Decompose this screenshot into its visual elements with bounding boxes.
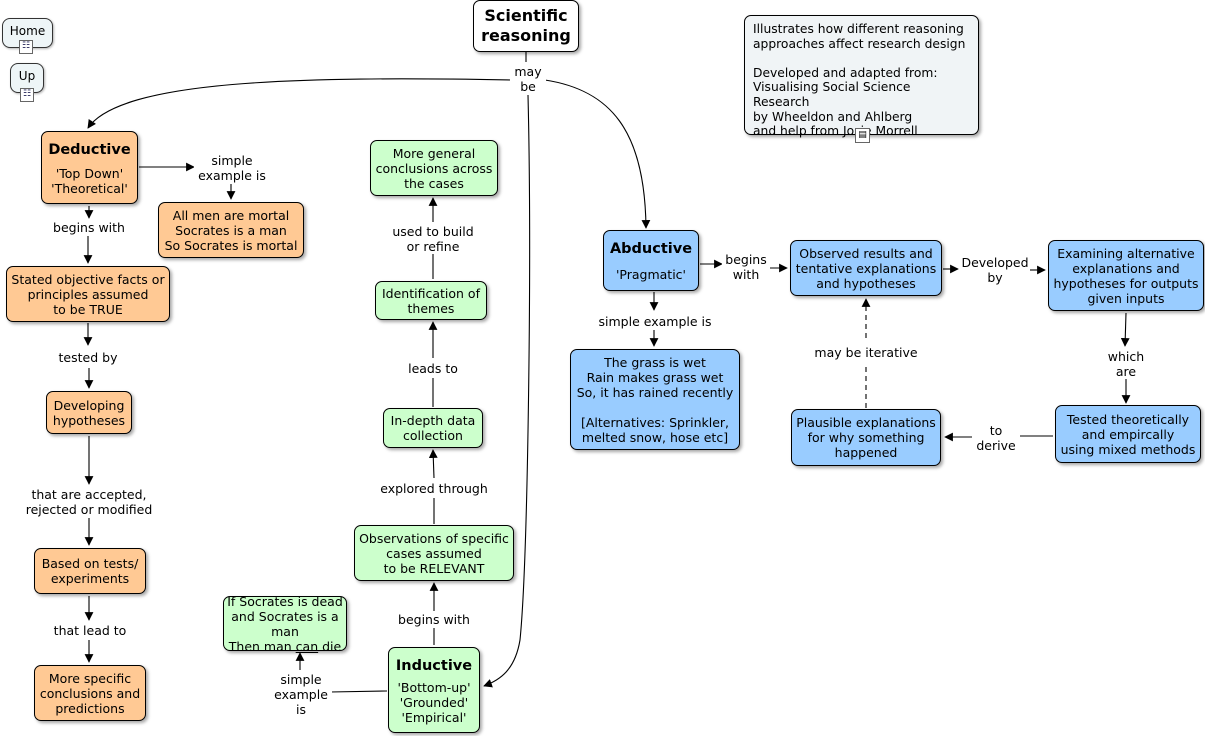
inductive-example-node[interactable]: If Socrates is dead and Socrates is a ma… — [223, 593, 347, 654]
deductive-node[interactable]: Deductive 'Top Down' 'Theoretical' — [41, 131, 138, 204]
abductive-observed-node[interactable]: Observed results and tentative explanati… — [790, 240, 942, 296]
abductive-example-text: The grass is wet Rain makes grass wet So… — [576, 354, 734, 445]
label-may-be: may be — [510, 64, 546, 94]
document-icon[interactable]: ▤ — [855, 128, 870, 143]
inductive-general-conclusions-text: More general conclusions across the case… — [375, 145, 493, 191]
label-simple-example-deductive: simple example is — [194, 153, 270, 183]
deductive-example-node[interactable]: All men are mortal Socrates is a man So … — [158, 202, 304, 258]
root-node[interactable]: Scientific reasoning — [473, 0, 579, 52]
label-simple-example-inductive: simple example is — [270, 672, 332, 717]
deductive-subtitle: 'Top Down' 'Theoretical' — [51, 165, 128, 196]
abductive-examining-text: Examining alternative explanations and h… — [1053, 245, 1199, 306]
abductive-plausible-node[interactable]: Plausible explanations for why something… — [791, 409, 941, 466]
deductive-tests-text: Based on tests/ experiments — [41, 556, 139, 586]
deductive-facts-text: Stated objective facts or principles ass… — [11, 271, 165, 317]
abductive-tested-node[interactable]: Tested theoretically and empircally usin… — [1055, 405, 1201, 463]
inductive-example-line3: Then man can die — [229, 639, 341, 654]
inductive-example-line1: If Socrates is dead — [227, 593, 343, 609]
inductive-themes-text: Identification of themes — [382, 285, 480, 316]
inductive-example-line3-end: die — [318, 638, 342, 654]
label-which-are: which are — [1102, 349, 1150, 379]
label-may-be-iterative: may be iterative — [810, 345, 922, 360]
info-note: Illustrates how different reasoning appr… — [744, 15, 979, 138]
inductive-subtitle: 'Bottom-up' 'Grounded' 'Empirical' — [397, 679, 471, 725]
deductive-conclusions-node[interactable]: More specific conclusions and prediction… — [34, 665, 146, 721]
deductive-example-text: All men are mortal Socrates is a man So … — [164, 207, 298, 253]
edge-maybe-inductive — [483, 94, 531, 688]
concept-map-icon[interactable]: ☷ — [20, 88, 34, 102]
abductive-node[interactable]: Abductive 'Pragmatic' — [603, 230, 699, 291]
deductive-title: Deductive — [48, 141, 131, 158]
up-label: Up — [18, 69, 36, 83]
abductive-examining-node[interactable]: Examining alternative explanations and h… — [1048, 240, 1204, 311]
abductive-title: Abductive — [609, 241, 693, 257]
home-label: Home — [9, 24, 46, 38]
deductive-conclusions-text: More specific conclusions and prediction… — [39, 670, 141, 716]
label-that-lead-to: that lead to — [48, 623, 132, 638]
label-simple-example-abductive: simple example is — [594, 314, 716, 329]
deductive-tests-node[interactable]: Based on tests/ experiments — [34, 548, 146, 594]
info-note-text: Illustrates how different reasoning appr… — [753, 22, 966, 139]
edge-maybe-abductive — [544, 79, 651, 229]
concept-map-icon[interactable]: ☷ — [19, 40, 33, 54]
label-developed-by: Developed by — [960, 255, 1030, 285]
label-begins-with-abductive: begins with — [722, 252, 770, 282]
deductive-hypotheses-text: Developing hypotheses — [52, 397, 126, 428]
abductive-plausible-text: Plausible explanations for why something… — [796, 415, 936, 460]
label-to-derive: to derive — [972, 423, 1020, 453]
inductive-data-collection-text: In-depth data collection — [390, 413, 476, 443]
label-leads-to: leads to — [403, 361, 463, 376]
abductive-tested-text: Tested theoretically and empircally usin… — [1060, 411, 1196, 457]
up-button[interactable]: Up — [10, 63, 44, 93]
label-begins-with-deductive: begins with — [48, 220, 130, 235]
root-title: Scientific reasoning — [481, 6, 571, 45]
inductive-example-line3-start: Then man — [228, 638, 296, 654]
inductive-observations-node[interactable]: Observations of specific cases assumed t… — [354, 525, 514, 581]
inductive-example-line2: and Socrates is a man — [231, 608, 339, 639]
abductive-observed-text: Observed results and tentative explanati… — [795, 245, 937, 291]
deductive-hypotheses-node[interactable]: Developing hypotheses — [46, 391, 132, 434]
label-explored-through: explored through — [375, 481, 493, 496]
abductive-example-node[interactable]: The grass is wet Rain makes grass wet So… — [570, 349, 740, 450]
label-begins-with-inductive: begins with — [394, 612, 474, 627]
inductive-general-conclusions-node[interactable]: More general conclusions across the case… — [370, 140, 498, 196]
inductive-observations-text: Observations of specific cases assumed t… — [359, 530, 509, 576]
inductive-title: Inductive — [395, 657, 473, 674]
abductive-subtitle: 'Pragmatic' — [615, 267, 686, 282]
label-accepted-rejected: that are accepted, rejected or modified — [22, 487, 156, 517]
edge-maybe-deductive — [87, 78, 513, 129]
inductive-example-underlined-word: can — [295, 638, 319, 654]
inductive-node[interactable]: Inductive 'Bottom-up' 'Grounded' 'Empiri… — [388, 647, 480, 733]
deductive-facts-node[interactable]: Stated objective facts or principles ass… — [6, 266, 170, 322]
inductive-themes-node[interactable]: Identification of themes — [375, 281, 487, 320]
inductive-data-collection-node[interactable]: In-depth data collection — [383, 408, 483, 448]
label-used-to-build: used to build or refine — [388, 224, 478, 254]
label-tested-by: tested by — [54, 350, 122, 365]
